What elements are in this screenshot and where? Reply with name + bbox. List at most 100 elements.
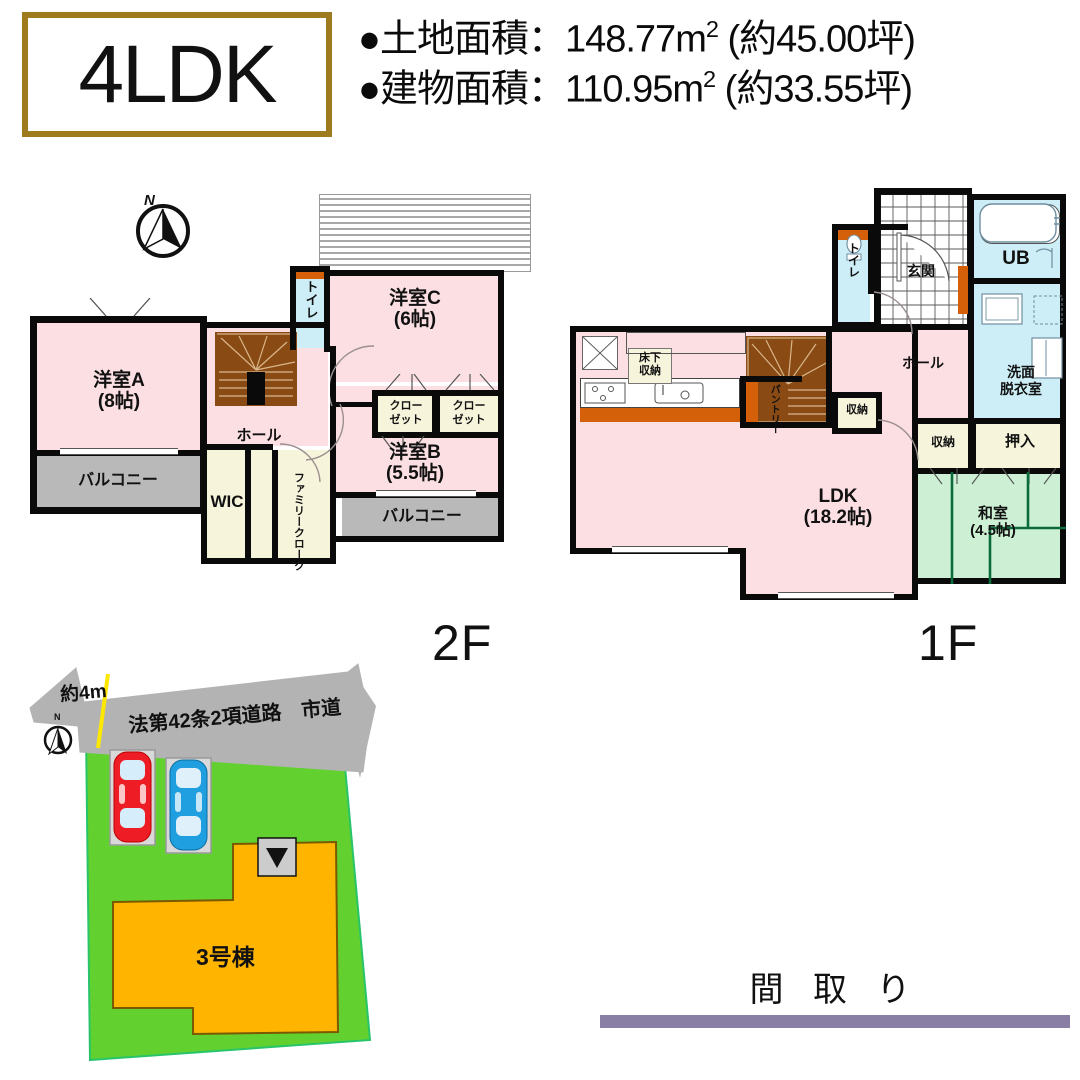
roof-hatch-2f bbox=[319, 194, 531, 272]
wall-1f-toilet-top bbox=[832, 224, 876, 230]
wall-2f-a-left bbox=[30, 316, 37, 514]
window-yoshitsu-a bbox=[60, 448, 178, 455]
land-area-unit-sup: 2 bbox=[705, 16, 719, 42]
wall-2f-b-bottom bbox=[336, 536, 504, 542]
stairs-icon-2f bbox=[215, 332, 297, 406]
label-closet-2: クロー ゼット bbox=[440, 400, 498, 428]
label-under-floor-storage: 床下 収納 bbox=[628, 352, 672, 378]
label-closet-1: クロー ゼット bbox=[378, 400, 434, 428]
footer-title: 間 取 り bbox=[749, 971, 921, 1009]
wall-1f-bath-left bbox=[968, 194, 974, 474]
car-blue-icon bbox=[169, 759, 208, 851]
land-area-tsubo: (約45.00坪) bbox=[717, 18, 916, 61]
label-oshiire: 押入 bbox=[1004, 433, 1035, 450]
label-balcony-left: バルコニー bbox=[78, 472, 158, 489]
wall-1f-toilet-bottom bbox=[832, 322, 876, 328]
label-hall-1f: ホール bbox=[902, 355, 944, 371]
wall-1f-pantry-top bbox=[740, 376, 802, 382]
label-closet-2-line1: クロー bbox=[452, 400, 486, 412]
wall-2f-right bbox=[498, 270, 504, 542]
kitchen-fixtures-icon bbox=[584, 382, 704, 404]
wall-1f-toilet-left bbox=[832, 224, 838, 328]
wall-1f-storage-hall-bottom bbox=[832, 428, 882, 434]
label-pantry: パントリー bbox=[768, 384, 780, 434]
family-cloak-fill bbox=[278, 450, 330, 560]
building-footprint bbox=[112, 840, 340, 1036]
wall-2f-wic-bottom bbox=[201, 558, 336, 564]
storage-small-fill bbox=[918, 424, 970, 468]
label-road-width: 約4m bbox=[59, 681, 108, 706]
wall-2f-closets-bottom bbox=[372, 432, 504, 438]
label-hall-2f: ホール bbox=[236, 427, 282, 444]
label-family-cloak: ファミリークローク bbox=[292, 472, 305, 571]
wall-2f-a-bottom bbox=[30, 507, 207, 514]
wall-1f-left bbox=[570, 326, 576, 554]
building-area-tsubo: (約33.55坪) bbox=[715, 68, 913, 111]
floor-tag-2f: 2F bbox=[432, 615, 493, 671]
wall-2f-wic-div1 bbox=[245, 450, 251, 560]
label-yoshitsu-c: 洋室C (6帖) bbox=[362, 288, 468, 331]
wall-2f-a-right bbox=[200, 316, 207, 514]
wall-1f-kitchen-top bbox=[570, 326, 918, 332]
floorplan-1f: LDK (18.2帖) 和室 (4.5帖) 玄関 ホール トイレ UB 洗面 脱… bbox=[540, 180, 1080, 600]
roof-hatch-lines bbox=[320, 198, 530, 266]
wall-2f-balcony-right-left bbox=[330, 492, 336, 542]
wall-1f-ldk-step-right bbox=[740, 548, 746, 600]
compass-north-2f: N bbox=[131, 192, 195, 260]
oshiire-fill bbox=[974, 424, 1066, 468]
wall-1f-pantry-bottom bbox=[740, 422, 832, 428]
label-closet-1-line2: ゼット bbox=[389, 413, 423, 426]
label-yoshitsu-a-size: (8帖) bbox=[97, 391, 141, 413]
label-ldk: LDK (18.2帖) bbox=[778, 486, 898, 529]
label-ub: UB bbox=[1002, 248, 1030, 269]
label-toilet-2f: トイレ bbox=[303, 280, 319, 319]
wall-1f-entrance-top bbox=[874, 188, 972, 194]
label-washitsu: 和室 (4.5帖) bbox=[958, 505, 1028, 540]
label-storage-small: 収納 bbox=[930, 435, 955, 449]
window-ldk-southeast bbox=[778, 592, 894, 599]
label-storage-hall: 収納 bbox=[846, 404, 868, 416]
wall-1f-ub-top bbox=[968, 194, 1066, 200]
car-red-icon bbox=[113, 751, 152, 843]
wall-1f-stairs-right bbox=[826, 330, 832, 428]
washroom-fixtures-icon bbox=[981, 293, 1063, 379]
compass-n-label: N bbox=[144, 192, 155, 209]
label-yoshitsu-a-name: 洋室A bbox=[93, 370, 145, 391]
floor-tag-1f: 1F bbox=[918, 615, 979, 671]
wall-1f-right bbox=[1060, 194, 1066, 584]
storage-hall-fill bbox=[836, 398, 878, 430]
floorplan-2f: N bbox=[0, 180, 540, 600]
wall-2f-c-top bbox=[324, 270, 504, 276]
wall-1f-pantry-left bbox=[740, 376, 746, 428]
label-ufs-line1: 床下 bbox=[639, 352, 661, 364]
label-toilet-1f: トイレ bbox=[846, 242, 861, 278]
wall-1f-storage-hall-right bbox=[876, 392, 882, 434]
footer-accent-bar bbox=[600, 1015, 1070, 1028]
wall-2f-hall-bottom bbox=[201, 444, 273, 450]
label-yoshitsu-b: 洋室B (5.5帖) bbox=[362, 442, 468, 485]
label-yoshitsu-b-name: 洋室B bbox=[389, 442, 441, 463]
wall-1f-storage-hall-left bbox=[832, 392, 838, 434]
window-ldk-south bbox=[612, 546, 728, 553]
entrance-marker-arrow-icon bbox=[266, 848, 288, 868]
label-ldk-name: LDK bbox=[818, 486, 858, 507]
wall-1f-entrance-bottom bbox=[874, 324, 972, 330]
kitchen-hatch-cross-icon bbox=[582, 336, 618, 370]
wall-2f-wic-div2 bbox=[272, 450, 278, 560]
wall-2f-hall-right bbox=[330, 346, 336, 446]
wall-2f-door-header bbox=[336, 402, 376, 407]
plan-type-label: 4LDK bbox=[78, 28, 277, 120]
window-marks-a-top bbox=[89, 298, 151, 317]
site-plan-svg: N bbox=[29, 663, 376, 1062]
label-washroom: 洗面 脱衣室 bbox=[984, 364, 1058, 398]
wall-1f-entrance-notch bbox=[874, 224, 908, 230]
label-ufs-line2: 収納 bbox=[639, 365, 661, 378]
closet-door-marks-lower bbox=[381, 436, 425, 453]
window-yoshitsu-b bbox=[376, 490, 476, 497]
building-area-unit-sup: 2 bbox=[703, 66, 716, 93]
kitchen-counter-side bbox=[744, 378, 758, 422]
wic-fill bbox=[207, 450, 247, 560]
compass-icon bbox=[136, 204, 190, 258]
door-arc-hall-ldk bbox=[877, 419, 919, 461]
land-area-text: ●土地面積：148.77 bbox=[358, 18, 676, 61]
